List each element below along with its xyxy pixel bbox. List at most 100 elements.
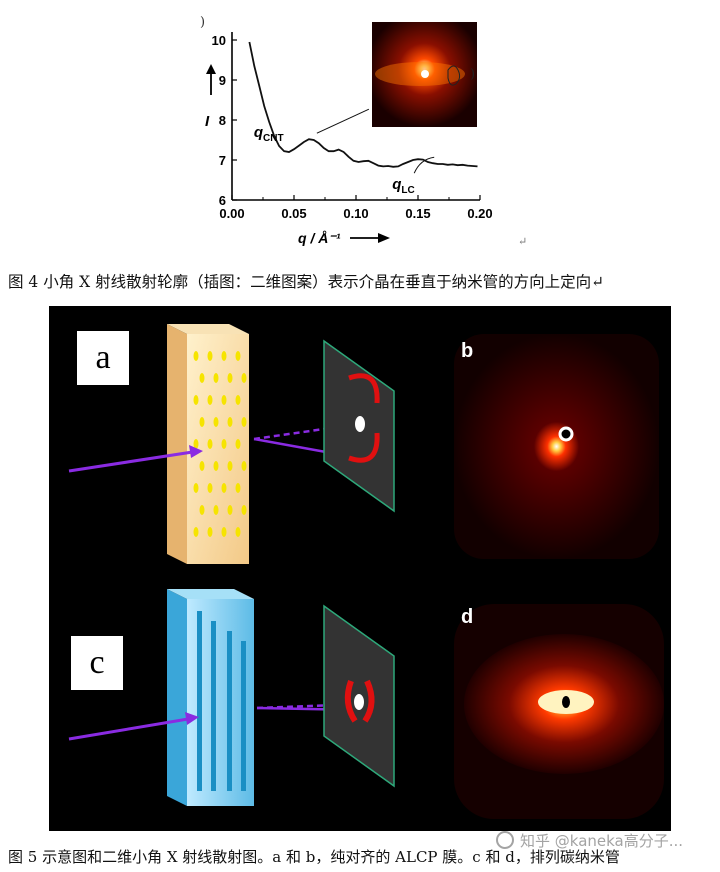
panel-label-a: a: [77, 331, 129, 385]
film-a-side: [167, 324, 187, 564]
annotation-label: qCNT: [254, 124, 284, 144]
mesogen-dot: [241, 417, 247, 427]
film-c-top: [167, 589, 254, 599]
figure-5-caption: 图 5 示意图和二维小角 X 射线散射图。a 和 b，纯对齐的 ALCP 膜。c…: [8, 848, 620, 866]
mesogen-dot: [199, 461, 205, 471]
mesogen-dot: [227, 373, 233, 383]
mesogen-dot: [221, 395, 227, 405]
mesogen-dot: [207, 395, 213, 405]
beam-a-scatter-1: [253, 422, 360, 441]
panel-label-d: d: [461, 606, 474, 628]
pattern-b-beamstop: [558, 426, 574, 442]
y-axis-arrowhead: [206, 64, 216, 74]
mesogen-dot: [199, 373, 205, 383]
beam-a-incident: [68, 449, 200, 473]
mesogen-dot: [221, 483, 227, 493]
mesogen-dot: [207, 483, 213, 493]
detector-c-center: [354, 694, 364, 710]
detector-a-arc-top: [348, 373, 380, 404]
mesogen-dot: [193, 527, 199, 537]
annotation-arrow: [413, 156, 435, 174]
pattern-d-beamstop: [562, 696, 570, 708]
inset-scribble: [447, 65, 461, 86]
beam-c-scatter-1: [256, 702, 362, 710]
detector-c-arc-right: [362, 679, 375, 723]
mesogen-dot: [199, 417, 205, 427]
y-tick-label: 7: [219, 153, 226, 168]
watermark-text: 知乎 @kaneka高分子...: [520, 831, 684, 850]
film-c-side: [167, 589, 187, 806]
mesogen-dot: [235, 395, 241, 405]
nanotube-bar: [211, 621, 216, 791]
mesogen-dot: [207, 527, 213, 537]
mesogen-dot: [227, 505, 233, 515]
y-axis-label: I: [205, 113, 210, 130]
mesogen-dot: [235, 351, 241, 361]
y-tick-label: 6: [219, 193, 226, 208]
mesogen-dot: [213, 417, 219, 427]
annotation-sub: LC: [401, 185, 414, 196]
chart-para-mark: ↵: [518, 235, 527, 248]
x-tick-label: 0.10: [343, 206, 368, 221]
film-a-mesogens: [193, 351, 247, 537]
film-a-top: [167, 324, 249, 334]
mesogen-dot: [213, 461, 219, 471]
x-tick-label: 0.00: [219, 206, 244, 221]
mesogen-dot: [213, 505, 219, 515]
mesogen-dot: [199, 505, 205, 515]
y-tick-label: 10: [212, 33, 226, 48]
panel-label-c: c: [71, 636, 123, 690]
mesogen-dot: [193, 439, 199, 449]
mesogen-dot: [235, 439, 241, 449]
zhihu-watermark: 知乎 @kaneka高分子...: [496, 828, 716, 852]
chart-axes: 0.00 0.05 0.10 0.15 0.20 6 7 8 9 10: [212, 32, 493, 221]
x-tick-label: 0.05: [281, 206, 306, 221]
beam-c-incident: [68, 716, 195, 741]
mesogen-dot: [193, 483, 199, 493]
figure-4-caption: 图 4 小角 X 射线散射轮廓（插图：二维图案）表示介晶在垂直于纳米管的方向上定…: [8, 273, 605, 291]
inset-streak: [375, 62, 465, 86]
x-tick-label: 0.15: [405, 206, 430, 221]
mesogen-dot: [207, 439, 213, 449]
fig5-illustration: [68, 324, 664, 819]
annotation-sub: CNT: [263, 133, 284, 144]
nanotube-bar: [241, 641, 246, 791]
mesogen-dot: [241, 505, 247, 515]
corner-paren: ): [200, 15, 205, 30]
figure-5-image: a b c d: [49, 306, 671, 831]
wechat-icon: [496, 831, 514, 849]
detector-c-arc-left: [344, 679, 358, 723]
mesogen-dot: [193, 351, 199, 361]
x-tick-label: 0.20: [467, 206, 492, 221]
pattern-b: [454, 334, 659, 559]
annotation-main: q: [392, 176, 401, 193]
inset-paren-mark: ): [470, 67, 475, 82]
mesogen-dot: [227, 417, 233, 427]
nanotube-bar: [197, 611, 202, 791]
series-line: [248, 41, 478, 168]
y-tick-label: 8: [219, 113, 226, 128]
annotation-label: qLC: [392, 176, 415, 196]
mesogen-dot: [241, 373, 247, 383]
inset-beamstop: [421, 70, 429, 78]
mesogen-dot: [193, 395, 199, 405]
detector-a-center: [355, 416, 365, 432]
film-c-front: [187, 599, 254, 806]
mesogen-dot: [221, 351, 227, 361]
y-tick-label: 9: [219, 73, 226, 88]
beam-a-arrowhead: [189, 445, 203, 458]
annotation-main: q: [254, 124, 263, 141]
mesogen-dot: [235, 483, 241, 493]
mesogen-dot: [235, 527, 241, 537]
mesogen-dot: [213, 373, 219, 383]
panel-label-b: b: [461, 340, 474, 362]
mesogen-dot: [221, 527, 227, 537]
detector-a-arc-bottom: [348, 432, 380, 463]
nanotube-bar: [227, 631, 232, 791]
beam-c-arrowhead: [185, 712, 199, 725]
film-c-nanotubes: [197, 611, 246, 791]
x-axis-label: q / Å⁻¹: [298, 230, 341, 246]
